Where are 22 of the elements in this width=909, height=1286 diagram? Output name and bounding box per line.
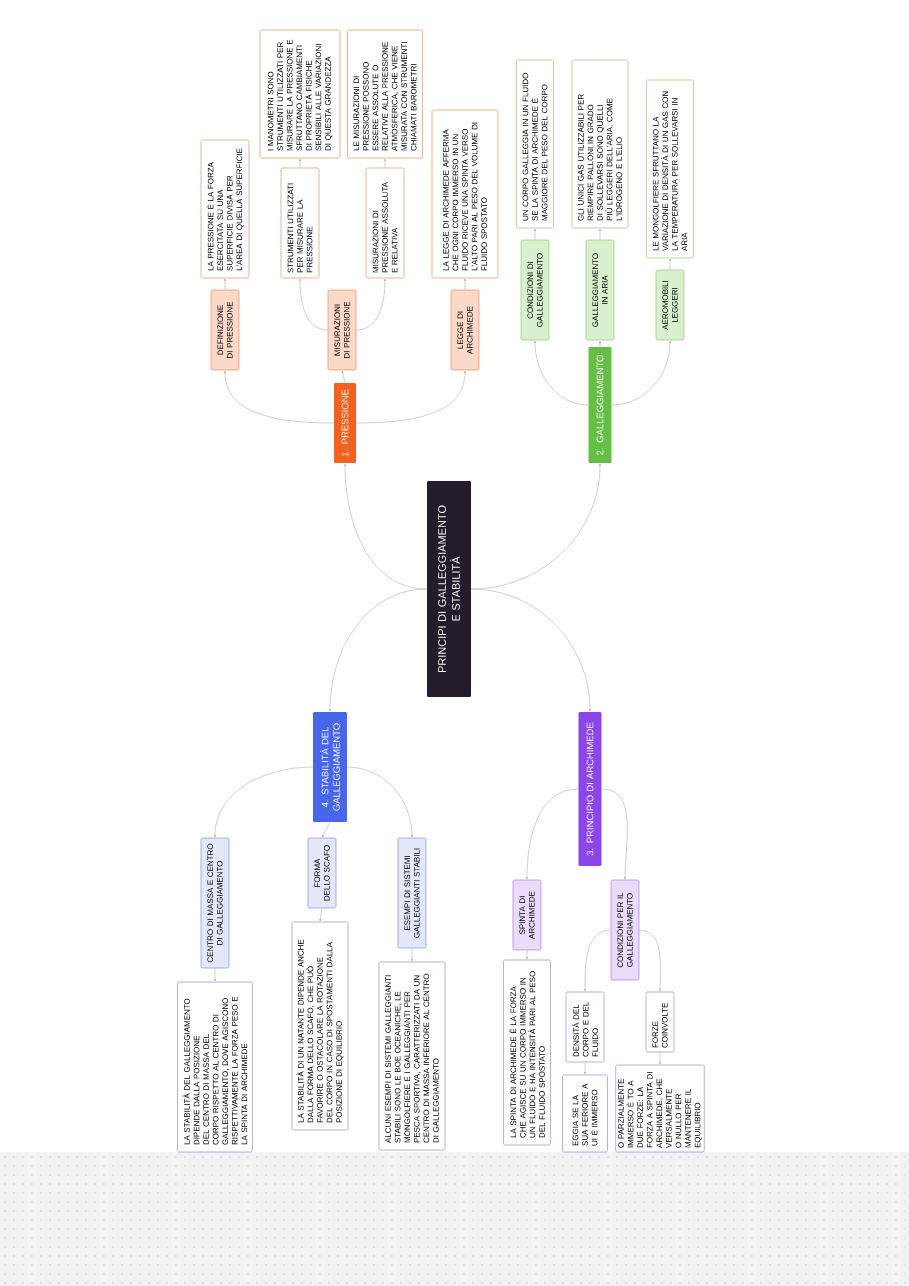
connector-arrow bbox=[355, 370, 467, 424]
connector-arrow bbox=[583, 929, 611, 992]
connector-arrow bbox=[322, 821, 331, 838]
connector-arrow bbox=[213, 766, 314, 838]
connector-arrow bbox=[470, 588, 592, 712]
connector-arrow bbox=[319, 908, 323, 922]
connector-arrow bbox=[525, 788, 579, 880]
connector-arrow bbox=[223, 370, 335, 424]
connector-arrow bbox=[341, 370, 346, 384]
connector-arrow bbox=[611, 340, 672, 406]
connector-arrow bbox=[298, 278, 328, 331]
topic-box: 4. STABILITÀ DEL GALLEGGIAMENTO bbox=[313, 712, 347, 822]
connector-arrow bbox=[601, 788, 628, 880]
connector-arrow bbox=[639, 929, 662, 992]
connector-arrow bbox=[346, 766, 414, 838]
topic-box: 1. PRESSIONE bbox=[334, 383, 356, 463]
connector-arrow bbox=[356, 278, 387, 331]
topic-box: 2. GALLEGGIAMENTO bbox=[588, 347, 612, 463]
connector-arrow bbox=[328, 588, 428, 712]
central-topic-box: PRINCIPI DI GALLEGGIAMENTO E STABILITÀ bbox=[427, 481, 471, 697]
topic-box: 3. PRINCIPIO DI ARCHIMEDE bbox=[578, 712, 602, 866]
connector-arrow bbox=[533, 340, 589, 406]
